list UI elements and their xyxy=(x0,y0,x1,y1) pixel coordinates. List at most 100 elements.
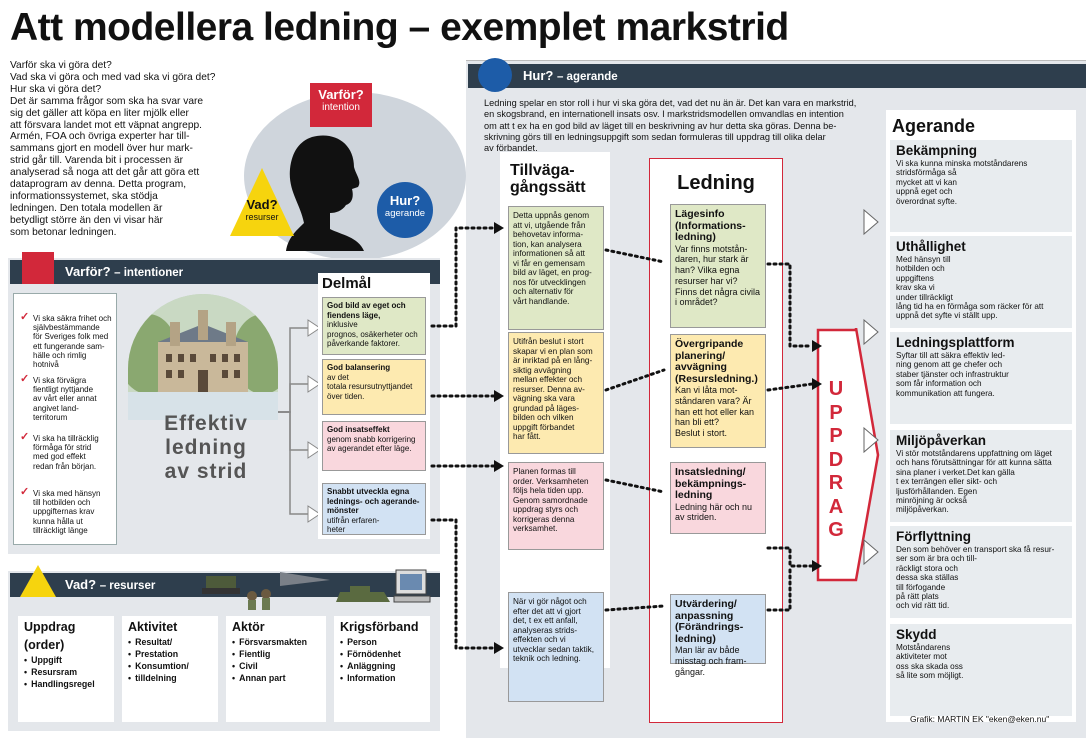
tillvaga-line: analyseras strids- xyxy=(513,625,578,635)
uppdrag-letter: U xyxy=(828,378,844,400)
resource-item: Annan part xyxy=(232,672,326,684)
ledning-line: resurser har vi? xyxy=(675,275,738,286)
ledning-head: bekämpnings- xyxy=(675,477,747,490)
agerande-line: t ex terrängen eller sikt- och xyxy=(896,477,998,487)
ledning-box: Utvärdering/anpassning(Förändrings-ledni… xyxy=(670,594,766,677)
ledning-head: anpassning xyxy=(675,609,734,622)
agerande-line: mycket att vi kan xyxy=(896,177,957,187)
effective-leadership-label: Effektiv ledning av strid xyxy=(164,412,248,483)
intention-line: för Sveriges folk med xyxy=(33,332,109,342)
intro-line: Varför ska vi göra det? xyxy=(10,60,112,71)
resource-list: Resultat/PrestationKonsumtion/tilldelnin… xyxy=(128,636,218,684)
ledning-line: Man lär av både xyxy=(675,645,740,655)
resource-item: Uppgift xyxy=(24,654,114,666)
check-icon: ✓ xyxy=(20,486,30,498)
tillvaga-line: mellan effekter och xyxy=(513,375,583,384)
intention-line: Vi ska ha tillräcklig xyxy=(33,434,99,443)
blue-circle-icon xyxy=(478,58,512,92)
tillvaga-line: Utifrån beslut i stort xyxy=(513,337,584,346)
ledning-line: han ett hot eller kan xyxy=(675,406,755,417)
agerande-line: Vi stör motståndarens uppfattning om läg… xyxy=(896,449,1052,458)
intention-line: Vi ska förvägra xyxy=(33,376,87,385)
resource-list: PersonFörnödenhetAnläggningInformation xyxy=(340,636,430,684)
uppdrag-letter: D xyxy=(828,448,844,471)
resource-box: AktivitetResultat/PrestationKonsumtion/t… xyxy=(122,616,218,722)
hur-line: av förbandet. xyxy=(484,143,538,154)
resource-item: Resultat/ xyxy=(128,636,218,648)
agerande-line: kommunikation att fungera. xyxy=(896,388,995,398)
red-square-icon xyxy=(22,252,54,284)
delmal-bold-line: God insatseffekt xyxy=(327,425,390,434)
tillvaga-line: siktig avvägning xyxy=(513,365,572,375)
uppdrag-letter: P xyxy=(829,425,843,447)
tillvaga-line: nos för utvecklingen xyxy=(513,277,586,287)
hur-header: Hur? – agerande xyxy=(468,64,1086,88)
graphic-credit: Grafik: MARTIN EK "eken@eken.nu" xyxy=(910,714,1050,724)
intention-line: av vårt eller annat xyxy=(33,394,97,404)
intention-line: ett fungerande sam- xyxy=(33,341,105,351)
check-icon: ✓ xyxy=(20,373,30,385)
intention-line: uppgifternas krav xyxy=(33,507,95,517)
agerande-item-text: Den som behöver en transport ska få resu… xyxy=(896,545,1072,611)
intro-line: dataprogram av denna. Detta program, xyxy=(10,179,187,191)
resource-title: Aktivitet xyxy=(128,620,178,634)
delmal-bold-line: Snabbt utveckla egna xyxy=(327,487,410,496)
resource-title: (order) xyxy=(24,638,65,652)
resource-item: Fientlig xyxy=(232,648,326,660)
hur-line: skrivning görs till en ledningsuppgift s… xyxy=(484,131,826,142)
delmal-line: genom snabb korrigering xyxy=(327,434,416,444)
uppdrag-letter: R xyxy=(828,472,844,494)
agerande-line: på rätt plats xyxy=(896,592,939,602)
tillvaga-line: teknik och ledning. xyxy=(513,654,581,663)
intention-line: självbestämmande xyxy=(33,323,100,333)
resource-item: Konsumtion/ xyxy=(128,660,218,672)
tillvaga-line: är inriktad på en lång- xyxy=(513,356,593,365)
agerande-line: ning genom att ge chefer och xyxy=(896,360,1003,370)
resource-item: Försvarsmakten xyxy=(232,636,326,648)
intention-line: Vi ska med hänsyn xyxy=(33,489,101,498)
intro-line: ledningen. Den totala modellen är xyxy=(10,202,163,214)
agerande-line: räckligt stora och xyxy=(896,563,958,573)
resource-box: AktörFörsvarsmaktenFientligCivilAnnan pa… xyxy=(226,616,326,722)
agerande-item-title: Bekämpning xyxy=(896,143,978,158)
ledning-line: misstag och fram- xyxy=(675,655,747,666)
ledning-box: Lägesinfo(Informations-ledning)Var finns… xyxy=(670,204,766,328)
agerande-line: så lite som möjligt. xyxy=(896,671,964,681)
tillvaga-line: det, t ex ett anfall, xyxy=(513,616,578,625)
tillvaga-line: order. Verksamheten xyxy=(513,476,589,486)
how-action-circle: Hur? agerande xyxy=(377,182,433,238)
resource-title: Uppdrag xyxy=(24,620,76,634)
tillvaga-line: tion, kan analysera xyxy=(513,239,582,249)
delmal-bold-line: God bild av eget och xyxy=(327,301,406,310)
intro-line: informationssystemet, ska stödja xyxy=(10,190,158,202)
delmal-line: av agerandet efter läge. xyxy=(327,444,412,453)
resource-list: FörsvarsmaktenFientligCivilAnnan part xyxy=(232,636,326,684)
uppdrag-arrow xyxy=(816,328,880,582)
uppdrag-letter: P xyxy=(829,401,843,424)
resource-title: Krigsförband xyxy=(340,620,419,634)
ledning-head: Övergripande xyxy=(675,338,744,350)
tillvaga-line: grundad på läges- xyxy=(513,403,580,413)
agerande-line: lång tid ha en förmåga som räcker för at… xyxy=(896,302,1044,312)
ledning-title: Ledning xyxy=(677,172,755,194)
delmal-bold-line: lednings- och agerande- xyxy=(327,496,420,506)
agerande-line: överordnat syfte. xyxy=(896,196,957,206)
resource-item: Resursram xyxy=(24,666,114,678)
intro-line: att försvara landet mot ett väpnat angre… xyxy=(10,119,202,131)
tillvaga-line: bilden och vilken xyxy=(513,413,574,422)
agerande-line: krav ska vi xyxy=(896,283,935,293)
ledning-head: ledning) xyxy=(675,632,716,645)
why-intention-square: Varför? intention xyxy=(310,83,372,127)
delmal-line: inklusive xyxy=(327,320,358,329)
